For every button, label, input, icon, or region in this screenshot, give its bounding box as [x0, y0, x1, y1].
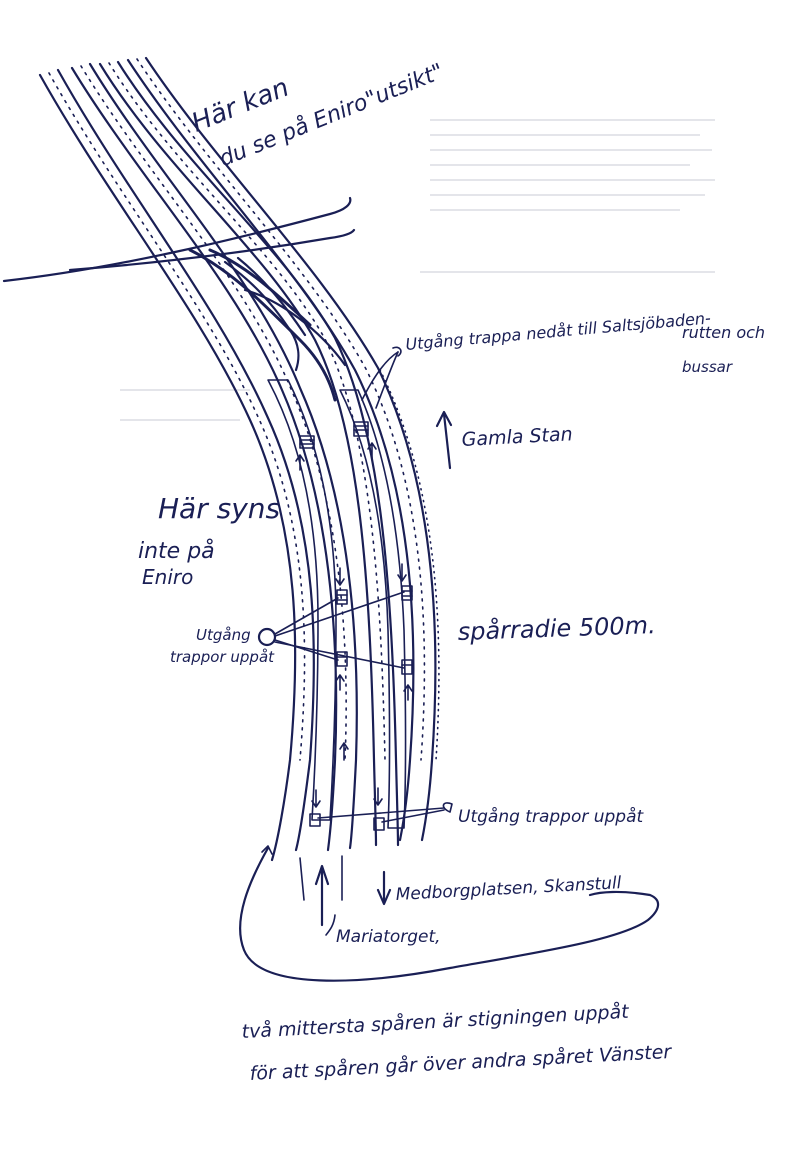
annotation-not-on-eniro: Här syns inte på Eniro — [138, 492, 280, 589]
exit-down-line3: bussar — [682, 358, 733, 376]
gamla-stan-label: Gamla Stan — [461, 423, 573, 451]
track-right-outer — [126, 56, 437, 842]
exit-up-left-line2: trappor uppåt — [170, 648, 275, 666]
not-on-eniro-line1: Här syns — [158, 492, 280, 525]
mariatorget-label: Mariatorget, — [336, 927, 441, 947]
track-right-inner — [98, 60, 400, 847]
note-line1: två mittersta spåren är stigningen uppåt — [241, 1000, 631, 1043]
annotation-eniro-view: Här kan du se på Eniro"utsikt" — [188, 58, 448, 172]
show-through-text — [120, 119, 715, 421]
exit-down-marker — [361, 346, 402, 409]
crossing-road-line-lower — [68, 228, 356, 272]
exit-up-bottom-label: Utgång trappor uppåt — [458, 806, 645, 827]
annotation-exit-down: Utgång trappa nedåt till Saltsjöbaden- r… — [405, 308, 765, 376]
exit-up-left-marker — [257, 591, 405, 669]
direction-arrows — [295, 442, 413, 808]
track-radius-label: spårradie 500m. — [457, 610, 656, 646]
medborgarplatsen-label: Medborgplatsen, Skanstull — [395, 873, 622, 905]
annotation-exit-up-left: Utgång trappor uppåt — [170, 626, 275, 666]
track-left-inner — [70, 62, 358, 852]
crossover-tracks — [188, 248, 347, 402]
platform-left — [267, 379, 337, 821]
exit-down-line1: Utgång trappa nedåt till Saltsjöbaden- — [405, 308, 712, 354]
platform-right — [339, 389, 407, 829]
sleeper-ticks — [379, 369, 440, 761]
not-on-eniro-line3: Eniro — [142, 565, 193, 589]
gamla-stan-arrow — [435, 410, 453, 470]
loop-track — [239, 846, 660, 982]
note-line2: för att spåren går över andra spåret Vän… — [249, 1040, 673, 1085]
exit-up-left-line1: Utgång — [196, 626, 251, 644]
train-arrows — [299, 855, 392, 936]
exit-down-line2: rutten och — [682, 323, 765, 342]
exit-up-bottom-marker — [317, 802, 453, 823]
loop-track-end — [261, 845, 273, 855]
not-on-eniro-line2: inte på — [138, 538, 215, 564]
annotation-bottom-note: två mittersta spåren är stigningen uppåt… — [241, 1000, 673, 1085]
